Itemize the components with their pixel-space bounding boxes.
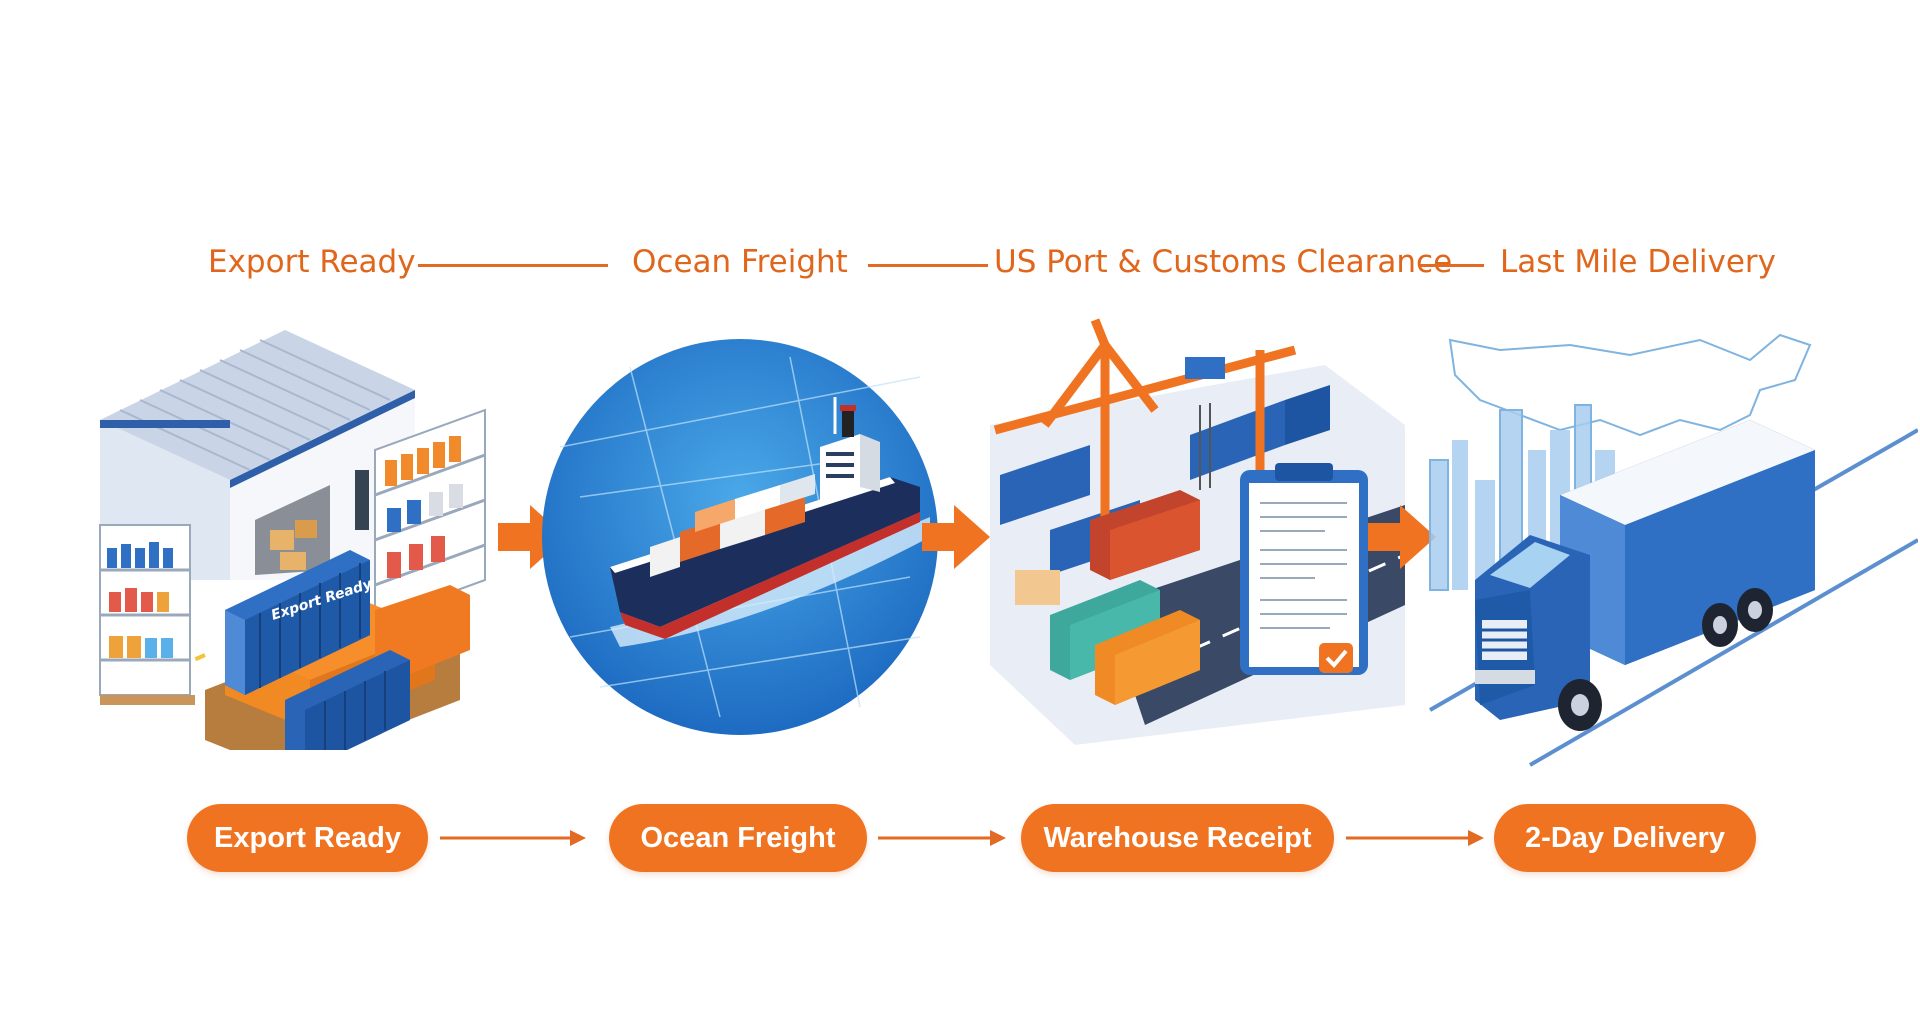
arrow-right-icon bbox=[922, 505, 990, 569]
arrow-right-icon bbox=[878, 830, 1006, 846]
stage-pill-ocean-freight[interactable]: Ocean Freight bbox=[609, 804, 867, 872]
arrow-right-icon bbox=[498, 505, 566, 569]
connector-line bbox=[418, 264, 608, 267]
arrow-right-icon bbox=[1368, 505, 1436, 569]
stage-pill-warehouse-receipt[interactable]: Warehouse Receipt bbox=[1021, 804, 1334, 872]
clipboard-check-icon bbox=[1240, 463, 1368, 675]
top-title-us-port-customs: US Port & Customs Clearance bbox=[994, 244, 1453, 280]
top-title-ocean-freight: Ocean Freight bbox=[632, 244, 848, 280]
top-title-export-ready: Export Ready bbox=[208, 244, 416, 280]
warehouse-icon: Export Ready bbox=[99, 330, 486, 750]
port-crane-icon bbox=[990, 318, 1405, 745]
arrow-right-icon bbox=[440, 830, 586, 846]
top-title-last-mile: Last Mile Delivery bbox=[1500, 244, 1777, 280]
delivery-truck-icon bbox=[1429, 333, 1918, 767]
stage-pill-2-day-delivery[interactable]: 2-Day Delivery bbox=[1494, 804, 1756, 872]
connector-line bbox=[868, 264, 988, 267]
arrow-right-icon bbox=[1346, 830, 1484, 846]
stage-pill-export-ready[interactable]: Export Ready bbox=[187, 804, 428, 872]
cargo-ship-icon bbox=[542, 339, 938, 735]
connector-line bbox=[1420, 264, 1484, 267]
